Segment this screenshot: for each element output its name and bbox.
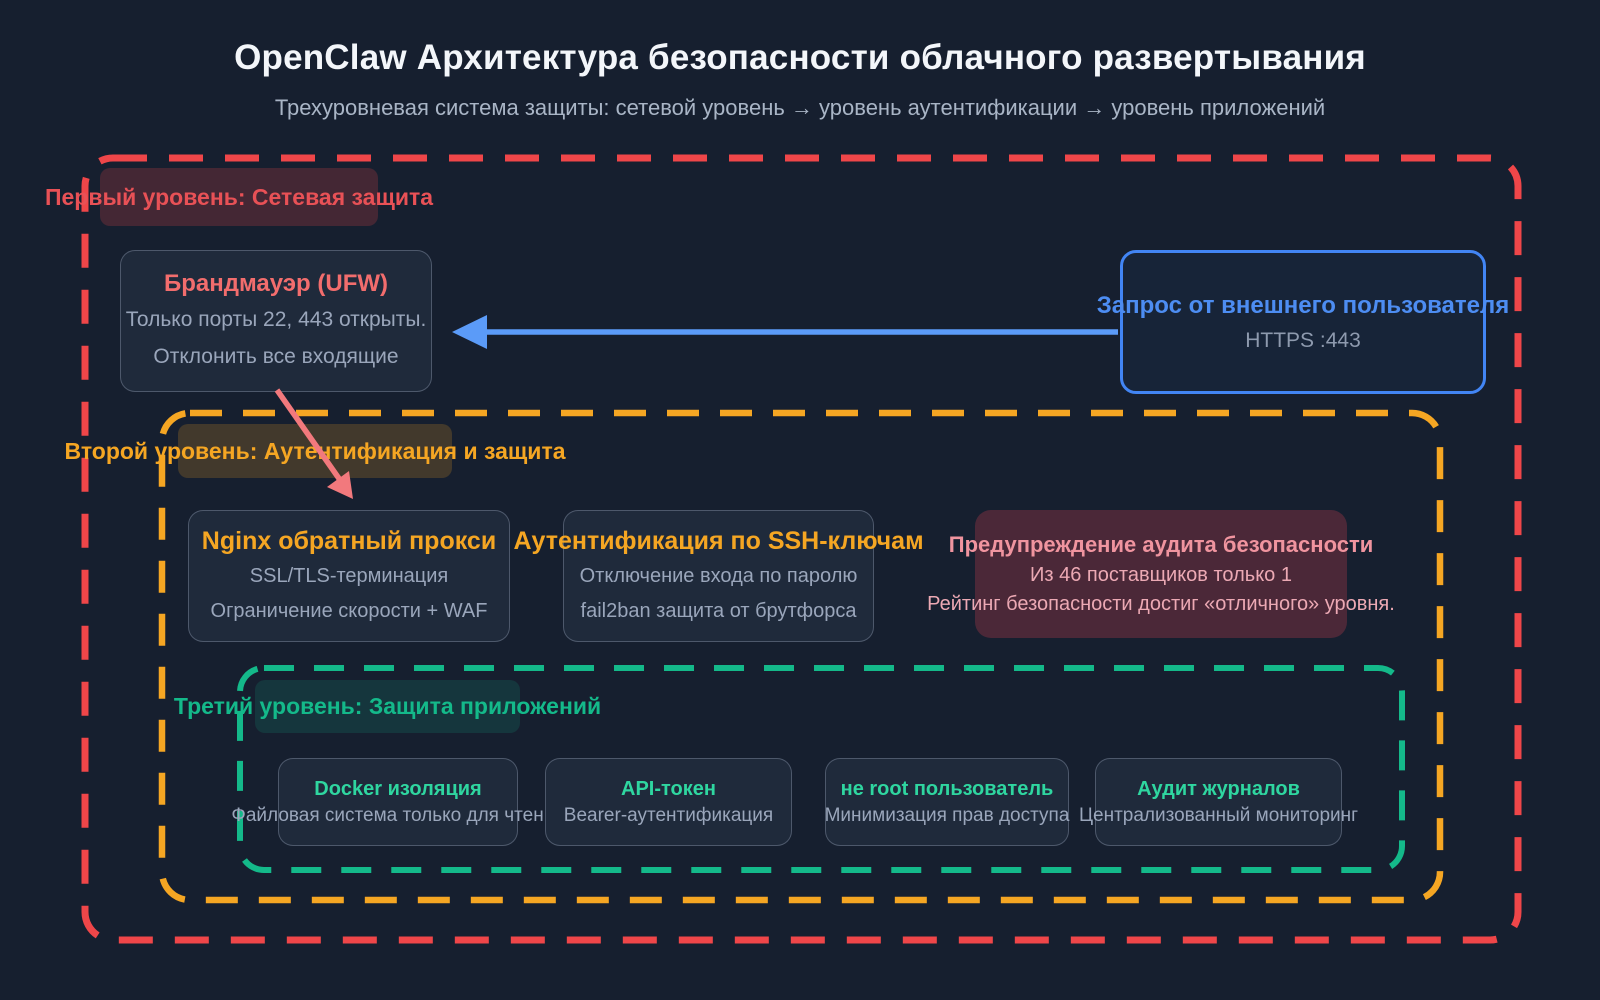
page-subtitle: Трехуровневая система защиты: сетевой ур… xyxy=(274,95,1326,120)
tier2-label-text: Второй уровень: Аутентификация и защита xyxy=(64,437,566,464)
tier1-label: Первый уровень: Сетевая защита xyxy=(45,168,433,226)
ssh-auth-node: Аутентификация по SSH-ключам Отключение … xyxy=(513,510,924,642)
docker-isolation-title: Docker изоляция xyxy=(314,777,482,800)
audit-warning-node: Предупреждение аудита безопасности Из 46… xyxy=(927,510,1395,638)
docker-isolation-line1: Файловая система только для чтения xyxy=(231,804,565,826)
non-root-node: не root пользователь Минимизация прав до… xyxy=(825,758,1069,846)
firewall-line2: Отклонить все входящие xyxy=(153,345,399,368)
request-arrow-head-icon xyxy=(452,315,487,349)
firewall-line1: Только порты 22, 443 открыты. xyxy=(125,307,427,331)
log-audit-line1: Централизованный мониторинг xyxy=(1078,804,1359,826)
log-audit-title: Аудит журналов xyxy=(1137,777,1300,800)
audit-warning-title: Предупреждение аудита безопасности xyxy=(948,532,1374,557)
audit-warning-line1: Из 46 поставщиков только 1 xyxy=(1030,564,1292,586)
non-root-line1: Минимизация прав доступа xyxy=(824,804,1070,826)
docker-isolation-node: Docker изоляция Файловая система только … xyxy=(231,758,565,846)
log-audit-node: Аудит журналов Централизованный монитори… xyxy=(1079,758,1358,846)
external-request-line1: HTTPS :443 xyxy=(1245,328,1361,352)
page-title: OpenClaw Архитектура безопасности облачн… xyxy=(234,38,1366,77)
request-to-firewall-arrow xyxy=(452,315,1118,349)
api-token-title: API-токен xyxy=(621,777,716,800)
nginx-line2: Ограничение скорости + WAF xyxy=(210,599,488,622)
non-root-title: не root пользователь xyxy=(840,777,1054,800)
tier1-label-text: Первый уровень: Сетевая защита xyxy=(44,183,434,210)
ssh-auth-line2: fail2ban защита от брутфорса xyxy=(580,599,857,622)
external-request-node: Запрос от внешнего пользователя HTTPS :4… xyxy=(1097,250,1509,394)
nginx-line1: SSL/TLS-терминация xyxy=(249,564,449,587)
api-token-line1: Bearer-аутентификация xyxy=(563,804,774,826)
firewall-title: Брандмауэр (UFW) xyxy=(163,269,388,297)
tier3-label: Третий уровень: Защита приложений xyxy=(174,680,601,733)
firewall-node: Брандмауэр (UFW) Только порты 22, 443 от… xyxy=(120,250,432,392)
external-request-title: Запрос от внешнего пользователя xyxy=(1096,291,1510,319)
audit-warning-line2: Рейтинг безопасности достиг «отличного» … xyxy=(927,593,1395,615)
tier3-label-text: Третий уровень: Защита приложений xyxy=(173,693,602,719)
api-token-node: API-токен Bearer-аутентификация xyxy=(545,758,792,846)
nginx-title: Nginx обратный прокси xyxy=(201,526,497,555)
nginx-node: Nginx обратный прокси SSL/TLS-терминация… xyxy=(188,510,510,642)
ssh-auth-line1: Отключение входа по паролю xyxy=(579,564,858,587)
ssh-auth-title: Аутентификация по SSH-ключам xyxy=(513,526,924,555)
tier2-label: Второй уровень: Аутентификация и защита xyxy=(65,424,566,478)
